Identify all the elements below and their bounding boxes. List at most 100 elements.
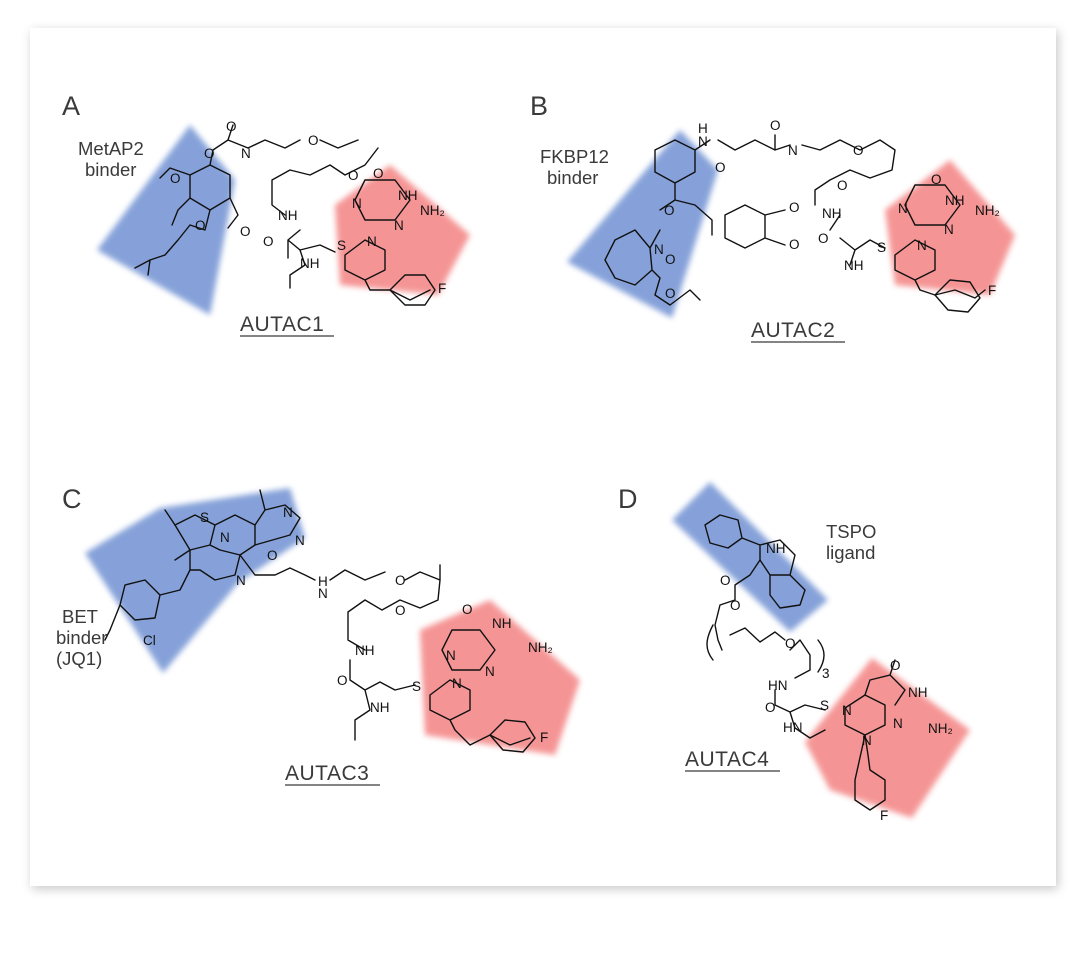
panel-letter-d: D [618, 484, 638, 514]
atom-n: N [944, 222, 954, 237]
jq1-binder-highlight [85, 488, 305, 673]
atom-o: O [373, 166, 384, 181]
atom-nh: NH [370, 700, 390, 715]
atom-nh: NH [766, 541, 786, 556]
atom-s: S [200, 510, 209, 525]
guanine-tag-highlight-a [335, 165, 470, 295]
atom-o: O [263, 234, 274, 249]
atom-n: N [220, 530, 230, 545]
atom-o: O [170, 171, 181, 186]
atom-o: O [195, 218, 206, 233]
atom-o: O [770, 118, 781, 133]
atom-s: S [877, 240, 886, 255]
binder-label-d-line2: ligand [826, 542, 875, 563]
atom-n: N [452, 676, 462, 691]
atom-h: H [318, 574, 328, 589]
autac3-structure: S N N N N Cl O N H O O NH O NH S O NH NH… [104, 489, 553, 753]
atom-o: O [395, 603, 406, 618]
atom-o: O [267, 548, 278, 563]
atom-nh2: NH₂ [420, 203, 445, 218]
panel-c: C BET binder (JQ1) S N N N N Cl O N H O … [56, 484, 580, 786]
binder-label-b-line2: binder [547, 167, 598, 188]
atom-nh: NH [844, 258, 864, 273]
atom-o: O [837, 178, 848, 193]
atom-s: S [820, 698, 829, 713]
atom-nh: NH [278, 208, 298, 223]
tspo-ligand-highlight [672, 482, 828, 632]
subscript-3: 3 [822, 666, 830, 681]
atom-o: O [715, 160, 726, 175]
atom-n: N [446, 648, 456, 663]
atom-hn: HN [768, 678, 788, 693]
atom-o: O [204, 146, 215, 161]
atom-nh: NH [492, 616, 512, 631]
atom-h: H [698, 121, 708, 136]
atom-o: O [308, 133, 319, 148]
autac2-structure: H N O O N O O NH O NH S O N O O O O O NH… [604, 118, 1000, 313]
panel-letter-b: B [530, 91, 548, 121]
atom-n: N [318, 586, 328, 601]
binder-label-c-line3: (JQ1) [56, 648, 102, 669]
atom-n: N [893, 716, 903, 731]
atom-f: F [880, 808, 888, 823]
atom-n: N [236, 573, 246, 588]
atom-nh: NH [945, 193, 965, 208]
atom-o: O [226, 119, 237, 134]
metap2-binder-highlight [97, 125, 235, 315]
atom-n: N [367, 234, 377, 249]
atom-nh2: NH₂ [975, 203, 1000, 218]
guanine-tag-highlight-c [420, 600, 580, 755]
atom-o: O [789, 237, 800, 252]
compound-name-autac1: AUTAC1 [240, 313, 324, 336]
atom-nh2: NH₂ [928, 721, 953, 736]
atom-n: N [842, 703, 852, 718]
binder-label-a-line2: binder [85, 159, 136, 180]
binder-label-d-line1: TSPO [826, 521, 876, 542]
atom-hn: HN [783, 720, 803, 735]
compound-name-autac4: AUTAC4 [685, 748, 769, 771]
panel-a: A MetAP2 binder O N O O O O O O NH O NH … [62, 91, 470, 337]
atom-o: O [789, 200, 800, 215]
atom-nh: NH [822, 206, 842, 221]
atom-o: O [395, 573, 406, 588]
atom-n: N [788, 143, 798, 158]
atom-n: N [283, 505, 293, 520]
atom-n: N [394, 218, 404, 233]
panel-letter-c: C [62, 484, 82, 514]
atom-n: N [862, 733, 872, 748]
atom-o: O [785, 636, 796, 651]
atom-o: O [462, 602, 473, 617]
atom-o: O [853, 143, 864, 158]
compound-name-autac2: AUTAC2 [751, 319, 835, 342]
binder-label-b-line1: FKBP12 [540, 146, 609, 167]
compound-name-autac3: AUTAC3 [285, 762, 369, 785]
atom-n: N [654, 242, 664, 257]
panel-letter-a: A [62, 91, 80, 121]
atom-nh: NH [300, 256, 320, 271]
atom-o: O [818, 231, 829, 246]
atom-n: N [898, 201, 908, 216]
atom-s: S [412, 679, 421, 694]
autac4-structure: NH O O O 3 HN O HN S O NH NH₂ N N N F [704, 514, 953, 823]
atom-n: N [917, 238, 927, 253]
atom-n: N [295, 533, 305, 548]
atom-n: N [241, 146, 251, 161]
atom-nh: NH [398, 188, 418, 203]
atom-f: F [540, 730, 548, 745]
atom-o: O [765, 700, 776, 715]
guanine-tag-highlight-b [885, 160, 1015, 295]
fkbp12-binder-highlight [567, 130, 718, 318]
guanine-tag-highlight-d [805, 658, 970, 818]
atom-n: N [698, 134, 708, 149]
atom-f: F [988, 283, 996, 298]
autac1-structure: O N O O O O O O NH O NH S O NH NH₂ N N N… [134, 119, 446, 306]
atom-o: O [730, 598, 741, 613]
binder-label-c-line2: binder [56, 627, 107, 648]
atom-f: F [438, 281, 446, 296]
atom-o: O [890, 658, 901, 673]
atom-s: S [337, 238, 346, 253]
atom-o: O [720, 573, 731, 588]
binder-label-c-line1: BET [62, 606, 98, 627]
panel-d: D TSPO ligand NH O O O 3 HN O HN S O NH … [618, 482, 970, 823]
